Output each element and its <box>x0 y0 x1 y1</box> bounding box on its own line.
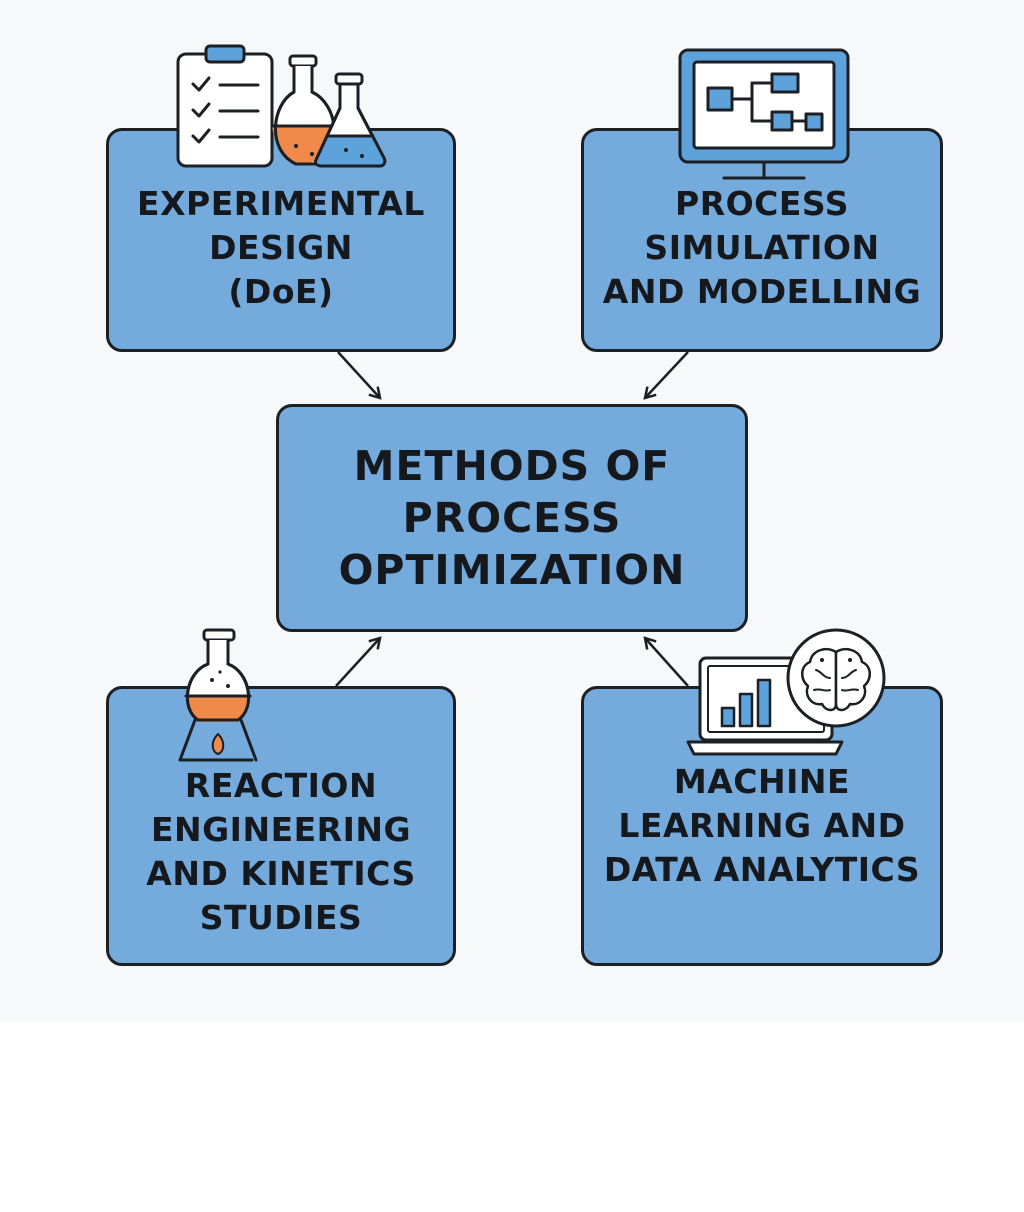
reaction-engineering-label: REACTION ENGINEERING AND KINETICS STUDIE… <box>146 766 416 937</box>
methods-center-box: METHODS OF PROCESS OPTIMIZATION <box>276 404 748 632</box>
experimental-design-label: EXPERIMENTAL DESIGN (DoE) <box>137 184 425 311</box>
arrow-simulation-to-center <box>645 351 689 398</box>
machine-learning-box: MACHINE LEARNING AND DATA ANALYTICS <box>581 686 943 966</box>
arrow-doe-to-center <box>337 351 380 398</box>
arrow-reaction-to-center <box>335 638 380 687</box>
lab-flasks-checklist-icon <box>176 44 387 168</box>
experimental-design-box: EXPERIMENTAL DESIGN (DoE) <box>106 128 456 352</box>
machine-learning-label: MACHINE LEARNING AND DATA ANALYTICS <box>603 762 921 889</box>
process-simulation-label: PROCESS SIMULATION AND MODELLING <box>602 184 922 311</box>
reaction-engineering-box: REACTION ENGINEERING AND KINETICS STUDIE… <box>106 686 456 966</box>
methods-center-label: METHODS OF PROCESS OPTIMIZATION <box>338 442 686 594</box>
heated-flask-icon <box>178 628 258 762</box>
laptop-brain-chart-icon <box>686 628 886 756</box>
monitor-flowchart-icon <box>678 48 850 180</box>
arrow-ml-to-center <box>645 638 689 687</box>
process-simulation-box: PROCESS SIMULATION AND MODELLING <box>581 128 943 352</box>
